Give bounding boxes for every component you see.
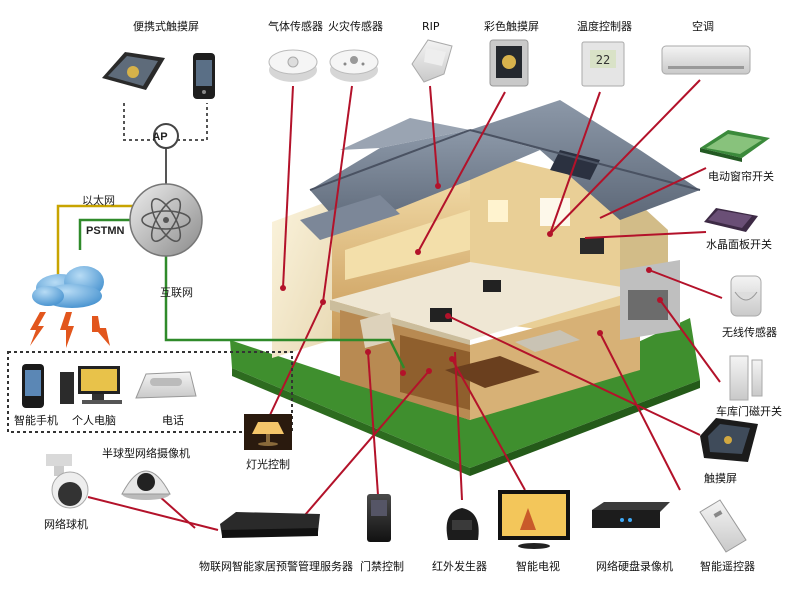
dome-camera-label: 半球型网络摄像机 (102, 447, 190, 460)
gas-sensor-icon (268, 49, 318, 82)
ir-transmitter-label: 红外发生器 (432, 560, 487, 573)
access-control-panel-icon (367, 494, 391, 542)
portable-touchscreen-phone-icon (193, 53, 215, 99)
fire-sensor-label: 火灾传感器 (328, 20, 383, 33)
smart-tv-icon (498, 490, 570, 549)
pstn-cloud-icon (32, 266, 104, 308)
personal-computer-label: 个人电脑 (72, 414, 116, 427)
smart-remote-label: 智能遥控器 (700, 560, 755, 573)
wireless-sensor-icon (730, 275, 762, 317)
lighting-control-label: 灯光控制 (246, 458, 290, 471)
thermostat-reading: 22 (596, 53, 610, 67)
nvr-label: 网络硬盘录像机 (596, 560, 673, 573)
personal-computer-icon (60, 366, 122, 404)
temperature-controller-label: 温度控制器 (577, 20, 632, 33)
access-control-label: 门禁控制 (360, 560, 404, 573)
telephone-icon (135, 371, 197, 399)
ethernet-label: 以太网 (82, 194, 115, 207)
wireless-sensor-label: 无线传感器 (722, 326, 777, 339)
portable-touchscreen-tablet-icon (102, 52, 165, 90)
ap-label: AP (152, 131, 167, 143)
garage-door-switch-icon (729, 355, 763, 401)
lighting-control-lamp-icon (244, 414, 292, 450)
air-conditioner-icon (661, 45, 751, 75)
internet-label: 互联网 (160, 286, 193, 299)
garage-door-switch-label: 车库门磁开关 (716, 405, 782, 418)
iot-server-box-icon (220, 512, 320, 538)
color-touchscreen-icon (489, 39, 529, 87)
house-illustration (230, 100, 701, 476)
air-conditioner-label: 空调 (692, 20, 714, 33)
fire-sensor-icon (329, 49, 379, 82)
smartphone-icon (22, 364, 44, 408)
connection-lines (87, 79, 723, 531)
gas-sensor-label: 气体传感器 (268, 20, 323, 33)
crystal-panel-switch-label: 水晶面板开关 (706, 238, 772, 251)
core-router-sphere-icon (129, 183, 203, 257)
iot-server-label: 物联网智能家居预警管理服务器 (199, 560, 353, 573)
dome-camera-icon (121, 470, 171, 500)
crystal-panel-switch-icon (704, 208, 758, 232)
touchscreen-panel-icon (700, 418, 758, 462)
touchscreen-label: 触摸屏 (704, 472, 737, 485)
color-touchscreen-label: 彩色触摸屏 (484, 20, 539, 33)
smart-remote-icon (699, 499, 747, 553)
rip-pir-sensor-icon (411, 39, 453, 83)
telephone-label: 电话 (162, 414, 184, 427)
nvr-recorder-icon (592, 502, 670, 528)
temperature-controller-icon: 22 (581, 41, 625, 87)
signal-bolt-icons (30, 312, 110, 348)
pstn-label: PSTMN (86, 225, 125, 237)
network-ball-camera-label: 网络球机 (44, 518, 88, 531)
ap-access-point (153, 123, 179, 149)
rip-label: RIP (422, 20, 440, 33)
ir-transmitter-icon (446, 508, 479, 540)
curtain-switch-label: 电动窗帘开关 (708, 170, 774, 183)
portable-touchscreen-label: 便携式触摸屏 (133, 20, 199, 33)
smartphone-label: 智能手机 (14, 414, 58, 427)
curtain-switch-icon (700, 130, 770, 162)
smart-tv-label: 智能电视 (516, 560, 560, 573)
network-ball-camera-icon (46, 454, 89, 509)
